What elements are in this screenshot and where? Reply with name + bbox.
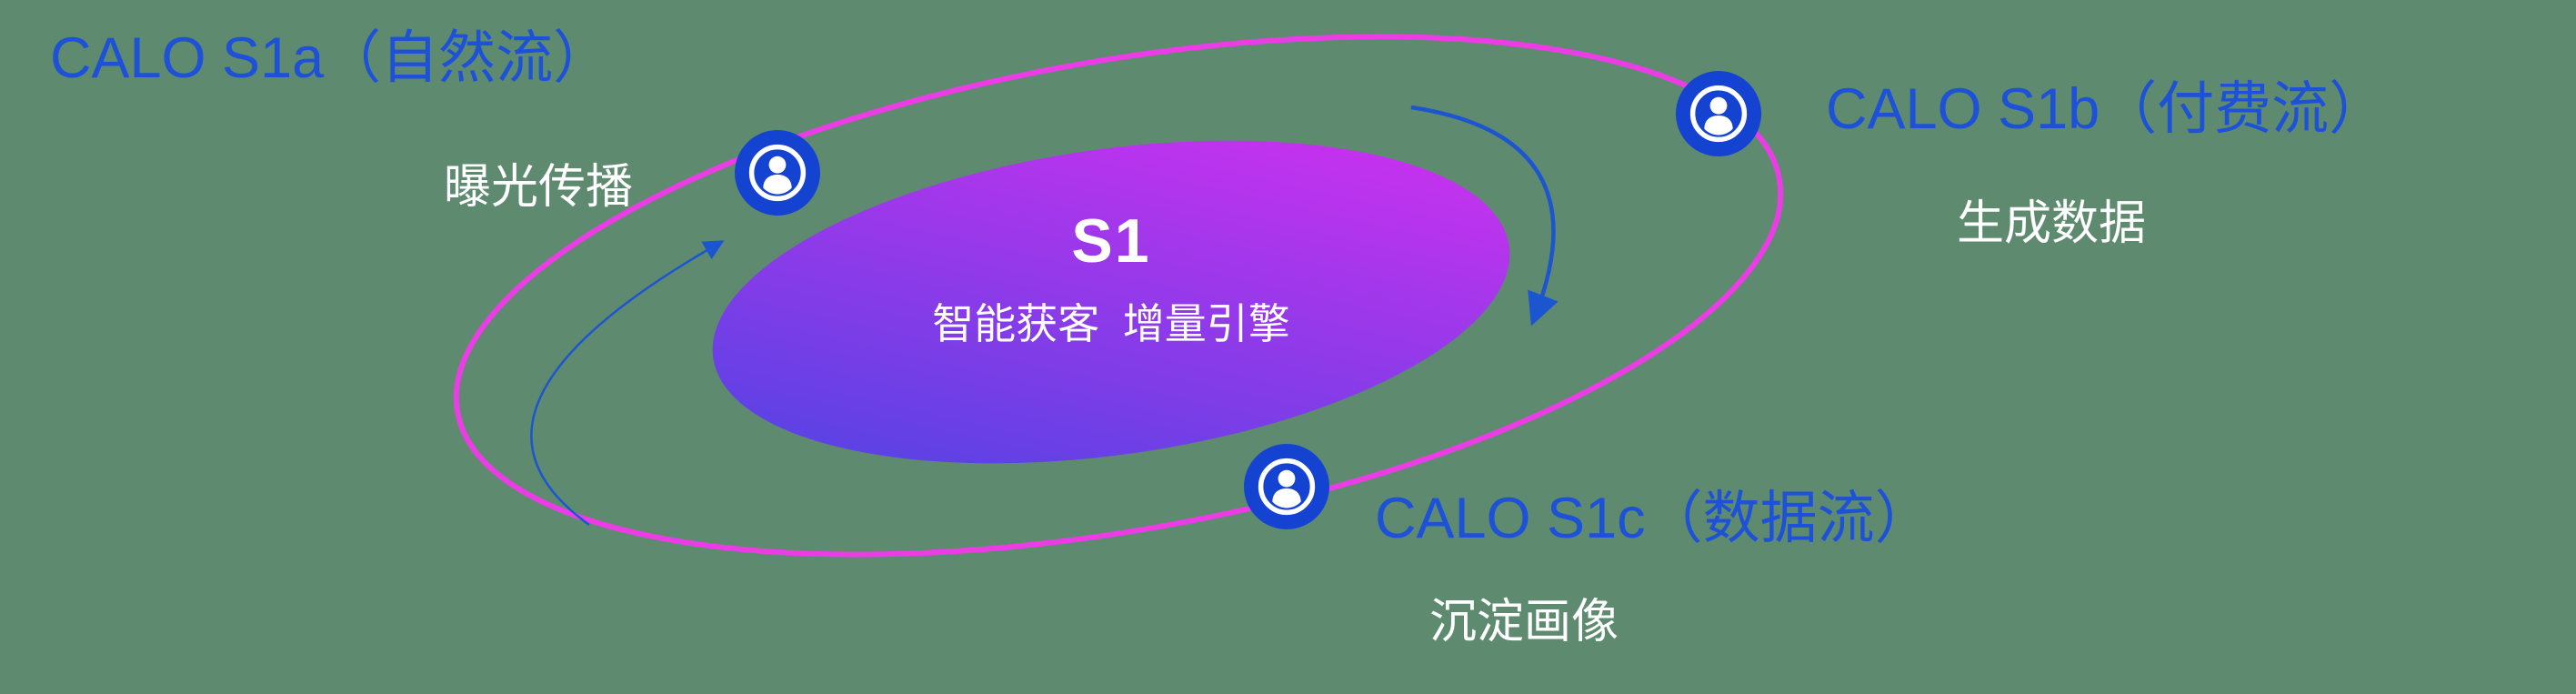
node-s1c: [1244, 444, 1329, 529]
label-s1b: CALO S1b（付费流）: [1826, 77, 2387, 141]
orbit-ring: [453, 34, 1784, 558]
user-icon: [1258, 458, 1316, 516]
center-subtitle: 智能获客 增量引擎: [932, 300, 1290, 347]
sublabel-s1a: 曝光传播: [444, 161, 634, 214]
user-icon: [1689, 85, 1748, 143]
sublabel-s1b: 生成数据: [1957, 197, 2147, 250]
core-ellipse: [712, 140, 1510, 464]
node-s1a: [735, 130, 820, 216]
user-icon: [748, 144, 807, 202]
node-s1b: [1676, 71, 1761, 156]
arrow-right: [1410, 105, 1559, 327]
center-label-group: S1 智能获客 增量引擎: [932, 206, 1290, 351]
center-title: S1: [1071, 206, 1151, 276]
label-s1c: CALO S1c（数据流）: [1375, 487, 1932, 550]
label-s1a: CALO S1a（自然流）: [50, 26, 611, 90]
arrow-left: [530, 240, 725, 527]
sublabel-s1c: 沉淀画像: [1429, 596, 1619, 649]
